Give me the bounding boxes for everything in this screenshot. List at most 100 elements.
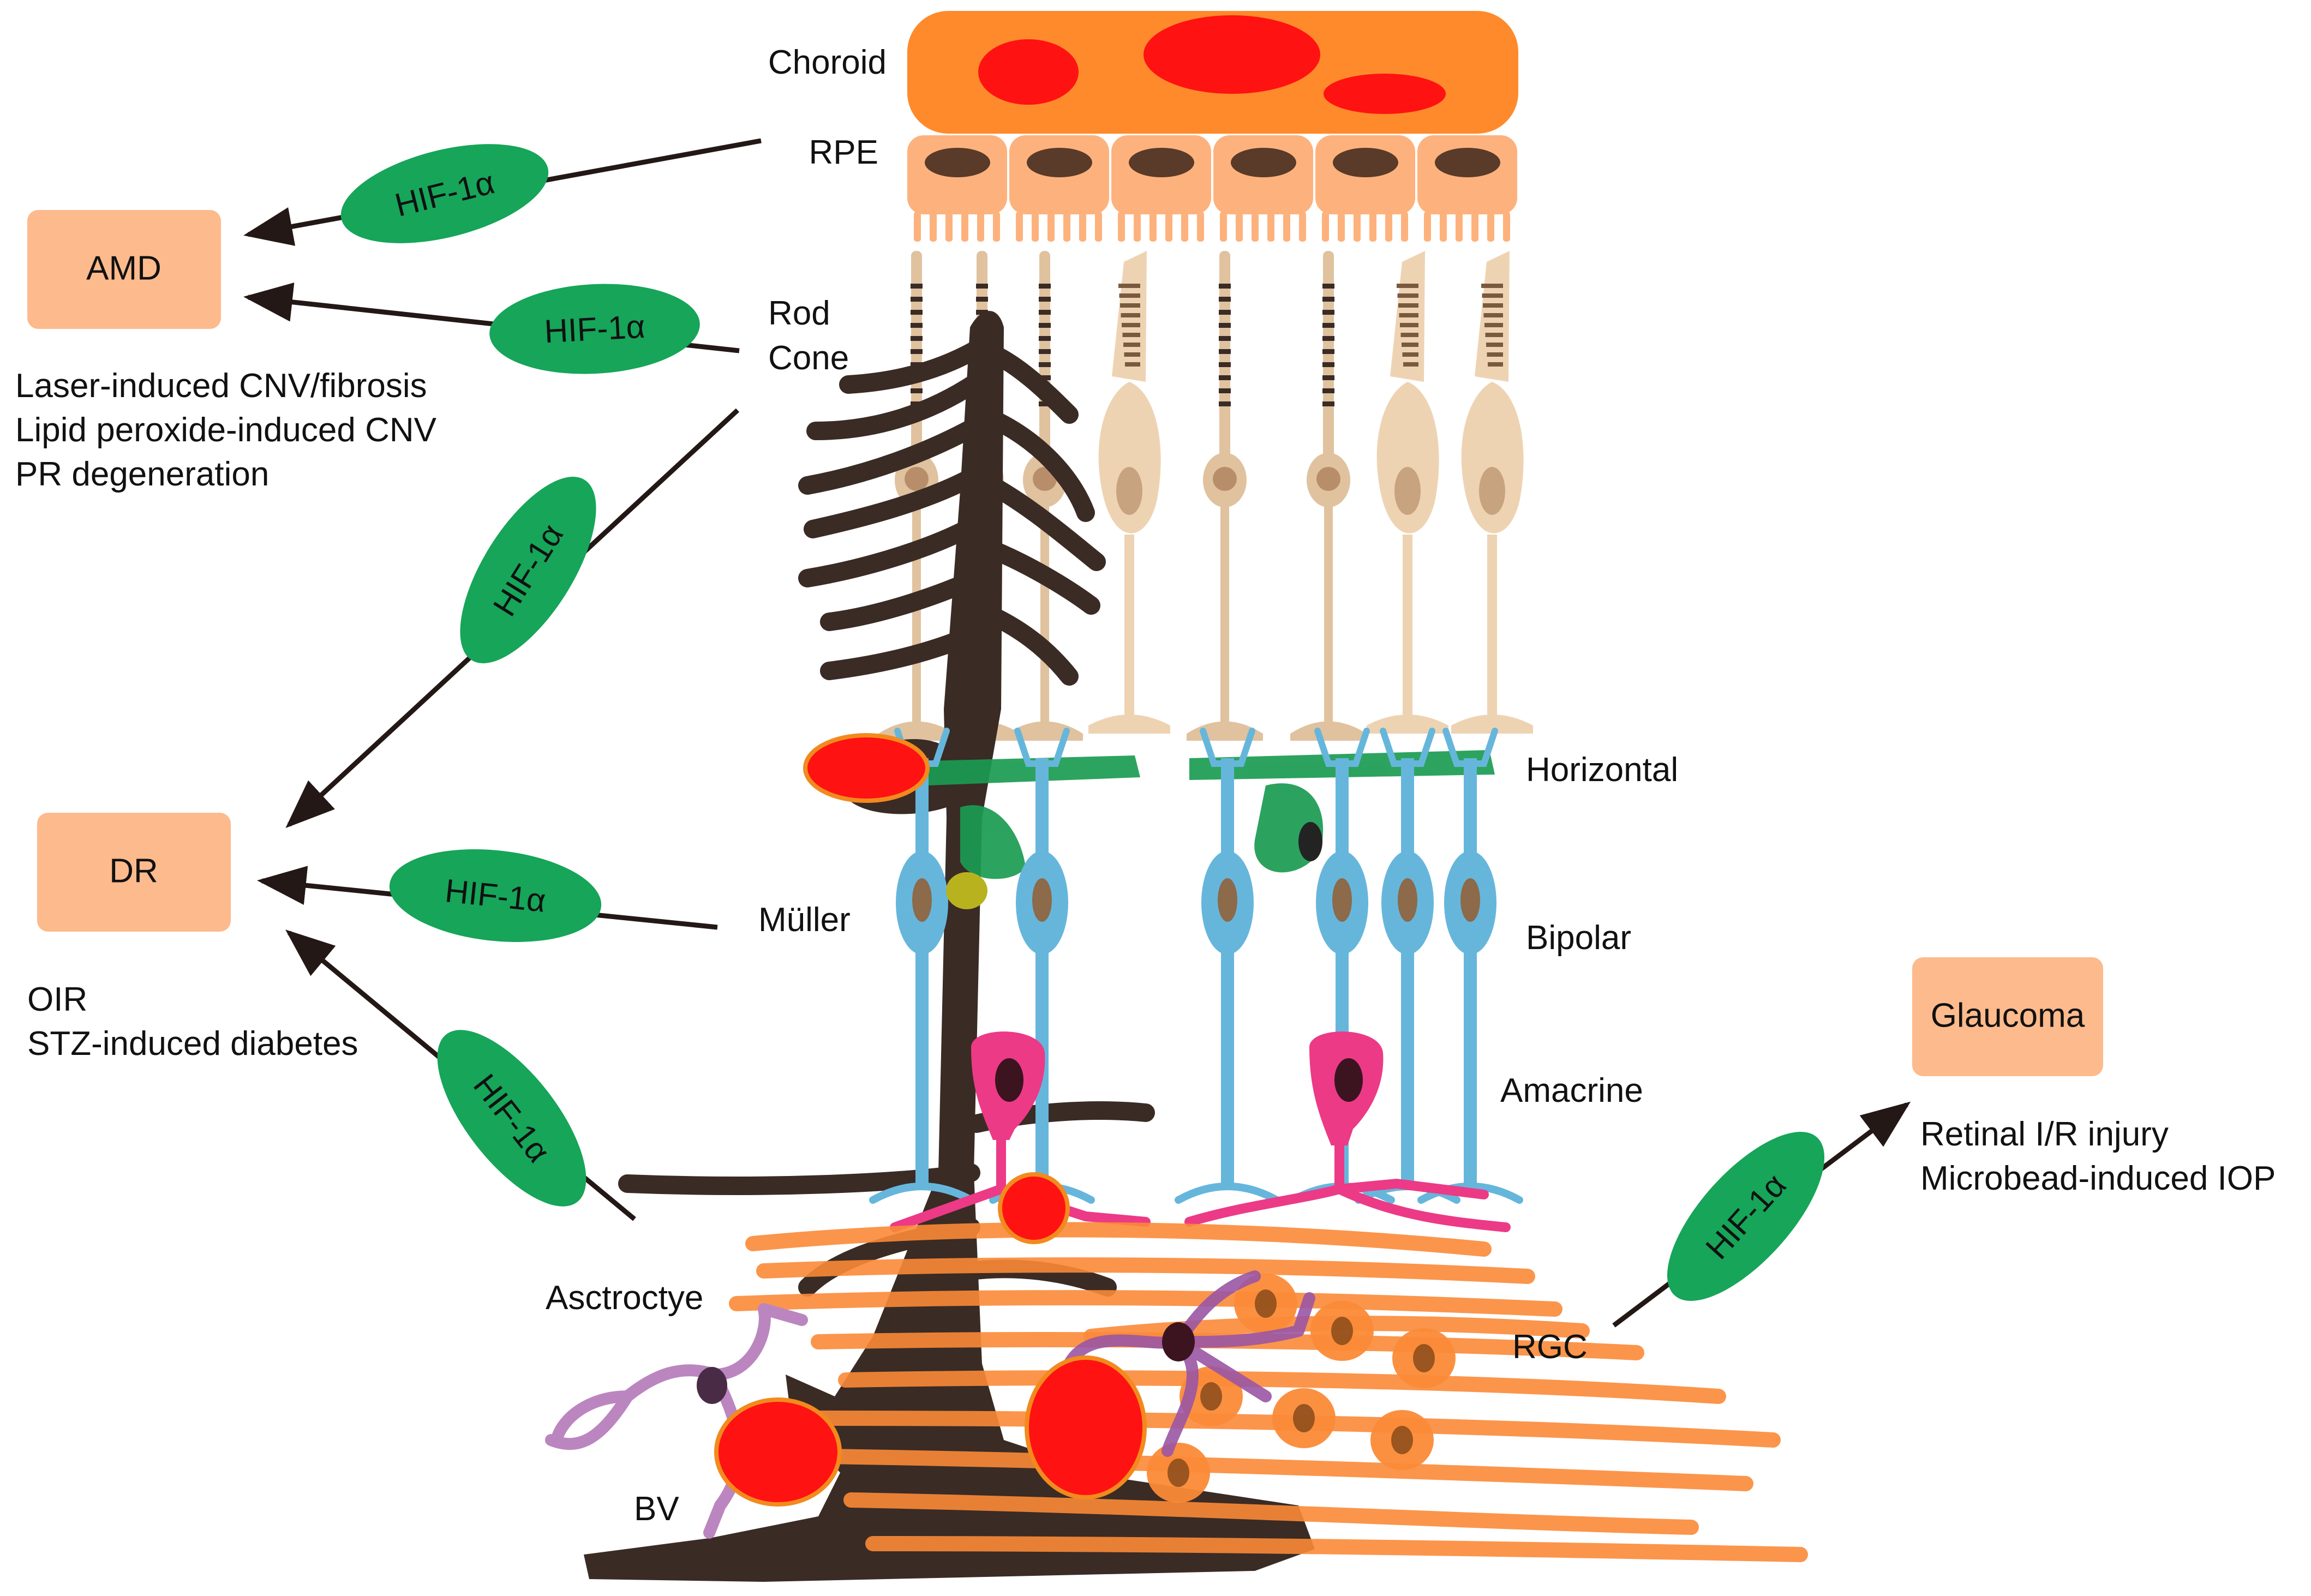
hif-ellipse (389, 849, 602, 943)
rod-outer-segment (1323, 251, 1334, 458)
rpe-microvillus (1236, 212, 1243, 242)
rpe-microvillus (1118, 212, 1125, 242)
rpe-microvillus (977, 212, 984, 242)
rpe-layer (907, 135, 1517, 242)
rpe-nucleus (1129, 148, 1194, 177)
cone-disc (1488, 362, 1503, 367)
rpe-microvillus (1424, 212, 1431, 242)
rpe-microvillus (1079, 212, 1086, 242)
disease-box-amd (27, 210, 221, 329)
rgc-axon (756, 1257, 1535, 1284)
rod-disc (1219, 388, 1231, 393)
disease-amd: AMD Laser-induced CNV/fibrosis Lipid per… (15, 210, 437, 493)
amacrine-dendrite (1184, 1138, 1511, 1232)
cone-disc (1400, 323, 1418, 327)
rpe-nucleus (1333, 148, 1398, 177)
rpe-microvillus (1165, 212, 1172, 242)
bipolar-process (1221, 758, 1234, 862)
glaucoma-model: Microbead-induced IOP (1920, 1160, 2276, 1197)
choroid (907, 11, 1518, 134)
rod-disc (1322, 349, 1334, 354)
horizontal-cell-body (960, 805, 1026, 879)
rod-disc (1039, 401, 1051, 406)
amd-model: Lipid peroxide-induced CNV (15, 411, 437, 449)
rpe-microvillus (1063, 212, 1070, 242)
horizontal-cells (927, 750, 1495, 879)
bipolar-axon (1401, 949, 1414, 1189)
label-rgc: RGC (1512, 1328, 1588, 1366)
bipolar-nucleus (1398, 878, 1417, 922)
disease-name-amd: AMD (86, 250, 161, 287)
cone-axon (1124, 535, 1134, 720)
bipolar-process (1464, 758, 1477, 862)
disease-box-dr (37, 813, 231, 932)
bipolar-terminal (869, 1183, 975, 1204)
rod-nucleus (905, 467, 929, 491)
rpe-microvillus (1299, 212, 1306, 242)
cone-disc (1125, 362, 1140, 367)
hif-ellipse (340, 144, 549, 243)
hif-badge-muller: HIF-1α (389, 849, 602, 943)
cone-nucleus (1479, 467, 1505, 515)
rod-disc (1219, 310, 1231, 315)
muller-trunk (584, 311, 1315, 1582)
astrocytes (545, 1270, 1315, 1539)
vessel-gcl (714, 1397, 842, 1507)
rpe-microvillus (993, 212, 1000, 242)
rod-disc (1219, 323, 1231, 328)
rod-disc (911, 297, 923, 302)
rod-disc (976, 284, 988, 289)
cone-disc (1482, 293, 1503, 298)
amacrine-cells (890, 1031, 1511, 1232)
rod-disc (1039, 297, 1051, 302)
rod-disc (1322, 375, 1334, 380)
rpe-microvillus (1401, 212, 1408, 242)
bipolar-terminal (1175, 1183, 1280, 1204)
label-rpe: RPE (809, 134, 878, 171)
label-astrocyte: Asctroctye (546, 1279, 703, 1317)
cone-nucleus (1116, 467, 1142, 515)
rpe-nucleus (925, 148, 990, 177)
rod-disc (1039, 284, 1051, 289)
cone-terminal (1088, 715, 1170, 734)
layer-labels: Choroid RPE Rod Cone Horizontal Müller B… (546, 44, 1678, 1528)
disease-dr: DR OIR STZ-induced diabetes (27, 813, 358, 1063)
cone-disc (1118, 284, 1140, 288)
rpe-microvillus (1471, 212, 1478, 242)
rgc-axon (843, 1492, 1699, 1535)
rod-nucleus (1213, 467, 1237, 491)
cone-cell-body (1376, 382, 1439, 533)
hif-label: HIF-1α (543, 308, 646, 350)
rpe-microvillus (1220, 212, 1227, 242)
cone-disc (1120, 303, 1140, 308)
cone-axon (1403, 535, 1412, 720)
dr-model: STZ-induced diabetes (27, 1025, 358, 1063)
muller-process (820, 569, 986, 631)
choroid-vessel (1324, 74, 1446, 114)
bipolar-process (1035, 758, 1049, 862)
rod-disc (1039, 362, 1051, 367)
rpe-microvillus (914, 212, 921, 242)
muller-process (804, 465, 986, 538)
cone-disc (1486, 343, 1503, 347)
vessel-gcl (1025, 1355, 1147, 1499)
bipolar-process (1336, 758, 1349, 862)
rod-disc (1322, 401, 1334, 406)
bipolar-process (1401, 758, 1414, 862)
rod-disc (1219, 349, 1231, 354)
rpe-nucleus (1435, 148, 1500, 177)
astrocyte-process (1063, 1270, 1315, 1457)
rpe-nucleus (1027, 148, 1092, 177)
rod-disc (1219, 284, 1231, 289)
horizontal-nucleus (1298, 822, 1322, 861)
muller-nucleus (946, 872, 987, 909)
rpe-microvillus (1134, 212, 1141, 242)
rod-disc (1039, 323, 1051, 328)
rod-disc (911, 284, 923, 289)
label-muller: Müller (758, 901, 851, 939)
hif-ellipse (1667, 1132, 1825, 1301)
amacrine-nucleus (995, 1058, 1023, 1102)
rod-disc (1039, 336, 1051, 341)
rgc-nucleus (1331, 1317, 1353, 1345)
rod-outer-segment (911, 251, 922, 458)
